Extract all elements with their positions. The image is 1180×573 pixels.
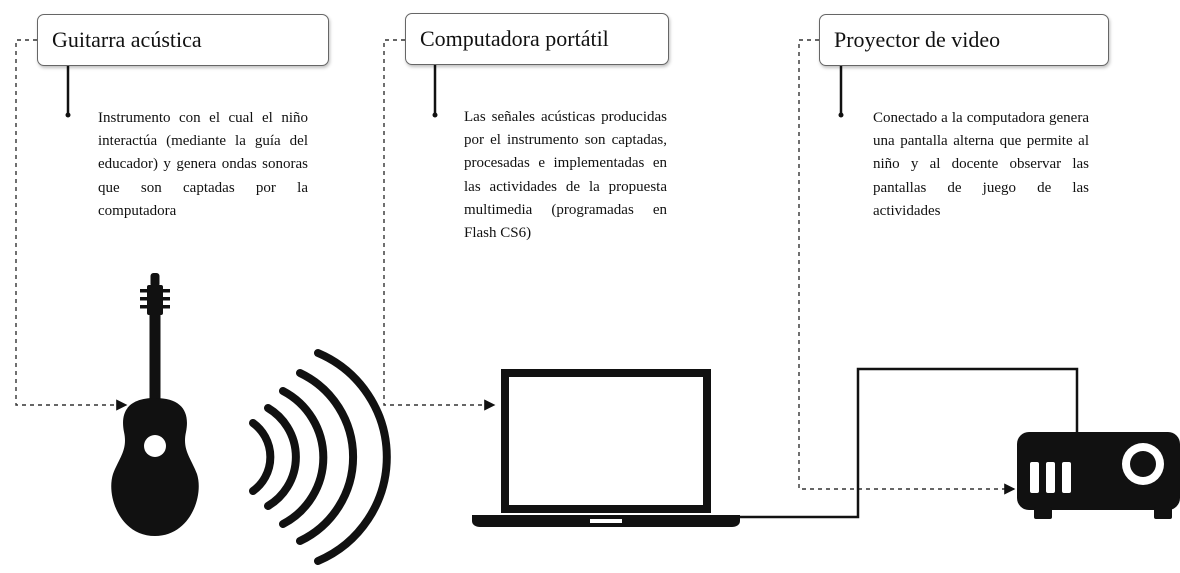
guitar-icon	[111, 273, 199, 536]
node-description-guitar: Instrumento con el cual el niño interact…	[98, 110, 308, 219]
connector-projector	[798, 39, 1016, 495]
node-title-laptop: Computadora portátil	[405, 13, 669, 65]
connector-laptop	[383, 39, 496, 411]
projector-icon	[1017, 432, 1180, 519]
node-title-projector: Proyector de video	[819, 14, 1109, 66]
sound-waves-icon	[249, 349, 391, 565]
node-title-guitar: Guitarra acústica	[37, 14, 329, 66]
laptop-icon	[472, 369, 740, 527]
node-description-laptop: Las señales acústicas producidas por el …	[464, 109, 667, 242]
pointer-line-2	[432, 65, 438, 118]
cable-laptop-projector	[740, 367, 1079, 519]
pointer-line-3	[838, 66, 844, 118]
pointer-line-1	[65, 66, 71, 118]
connector-guitar	[15, 39, 128, 411]
node-description-projector: Conectado a la computadora genera una pa…	[873, 110, 1089, 219]
